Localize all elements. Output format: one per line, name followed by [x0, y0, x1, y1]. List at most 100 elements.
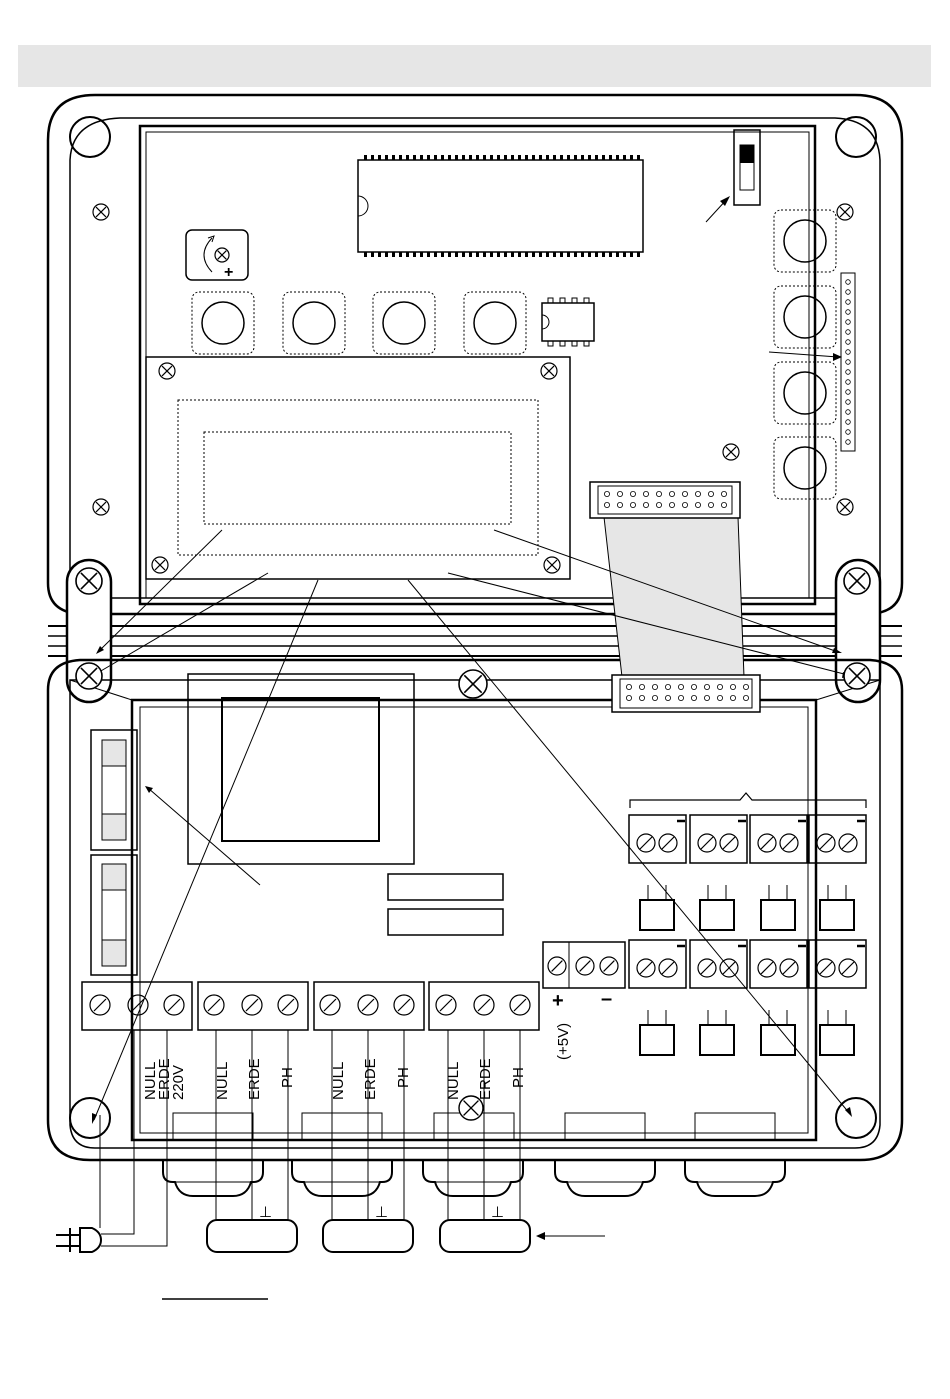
chip-pin — [504, 252, 507, 257]
terminal-slot — [478, 999, 490, 1011]
chip-pin — [434, 252, 437, 257]
io-screw-slot — [842, 962, 854, 974]
terminal-slot — [552, 961, 563, 972]
terminal-slot — [282, 999, 294, 1011]
io-screw-slot — [640, 962, 652, 974]
chip-pin — [483, 155, 486, 160]
label-mains-220v: 220V — [170, 1065, 187, 1100]
pump-connector-1 — [207, 1220, 297, 1252]
pump-connector-3 — [440, 1220, 530, 1252]
io-screw-slot — [723, 837, 735, 849]
hinge-rails — [48, 626, 902, 656]
chip-pin — [623, 252, 626, 257]
cable-gland — [685, 1160, 785, 1196]
label-minus: – — [601, 988, 612, 1010]
chip-pin — [441, 155, 444, 160]
chip-pin — [574, 155, 577, 160]
idc-connector-base — [612, 675, 760, 712]
chip-pin — [413, 252, 416, 257]
chip-pin — [595, 252, 598, 257]
chip-pin — [588, 252, 591, 257]
cable-gland — [292, 1160, 392, 1196]
header-pin — [846, 300, 851, 305]
io-screw-slot — [761, 962, 773, 974]
chip-pin — [427, 155, 430, 160]
terminal-slot — [362, 999, 374, 1011]
chip-pin — [518, 252, 521, 257]
header-pin — [846, 440, 851, 445]
chip-pin — [623, 155, 626, 160]
chip-pin — [497, 155, 500, 160]
chip-pin — [476, 252, 479, 257]
cable-gland — [163, 1160, 263, 1196]
header-pin — [846, 320, 851, 325]
header-pin — [846, 380, 851, 385]
label-pump3-erde: ERDE — [477, 1058, 494, 1100]
component-a — [388, 874, 503, 900]
chip-pin — [609, 155, 612, 160]
chip-pin — [406, 155, 409, 160]
chip-pin — [378, 252, 381, 257]
chip-pin — [371, 252, 374, 257]
lid-corner-hole-tr — [836, 117, 876, 157]
cable-glands — [163, 1113, 785, 1196]
terminal-block-pump-1 — [198, 982, 308, 1030]
push-button-cap — [293, 302, 335, 344]
chip-pin — [399, 252, 402, 257]
label-pump2-null: NULL — [330, 1062, 347, 1100]
header-pin — [846, 360, 851, 365]
chip-pin — [413, 155, 416, 160]
relay-body — [761, 1025, 795, 1055]
chip-notch — [358, 196, 368, 216]
ground-symbol-2: ⊥ — [375, 1204, 388, 1221]
component-b — [388, 909, 503, 935]
chip-pin — [616, 155, 619, 160]
label-pump1-null: NULL — [214, 1062, 231, 1100]
label-pump3-null: NULL — [445, 1062, 462, 1100]
io-screw-slot — [820, 837, 832, 849]
relay-body — [700, 1025, 734, 1055]
chip-pin — [553, 252, 556, 257]
label-pump1-erde: ERDE — [246, 1058, 263, 1100]
gland-slot — [565, 1113, 645, 1140]
lid-buttons-row — [192, 292, 526, 354]
io-screw-slot — [701, 837, 713, 849]
mains-plug-icon — [56, 1228, 101, 1252]
io-screw-slot — [783, 962, 795, 974]
transformer — [188, 674, 414, 864]
chip-pin — [637, 252, 640, 257]
relay-body — [761, 900, 795, 930]
dip-switch — [734, 130, 760, 205]
terminal-slot — [324, 999, 336, 1011]
chip-pin — [448, 252, 451, 257]
chip-pin — [602, 252, 605, 257]
chip-pin — [420, 155, 423, 160]
chip-pin — [630, 155, 633, 160]
chip-pin — [518, 155, 521, 160]
chip-pin — [546, 252, 549, 257]
header-pin — [846, 280, 851, 285]
chip-pin — [581, 155, 584, 160]
header-pin — [846, 410, 851, 415]
chip-pin — [420, 252, 423, 257]
chip-pin — [637, 155, 640, 160]
header-pin — [846, 400, 851, 405]
chip-pin — [560, 155, 563, 160]
label-pump3-ph: PH — [510, 1067, 527, 1088]
terminal-block-pump-2 — [314, 982, 424, 1030]
terminal-slot — [246, 999, 258, 1011]
relay-body — [700, 900, 734, 930]
relay-body — [820, 900, 854, 930]
base-corner-hole-bl — [70, 1098, 110, 1138]
relay-body — [640, 900, 674, 930]
io-screw-slot — [820, 962, 832, 974]
microcontroller-chip — [358, 160, 643, 252]
chip-pin — [609, 252, 612, 257]
chip-pin — [462, 252, 465, 257]
small-ic — [542, 303, 594, 341]
chip-pin — [441, 252, 444, 257]
io-group-bracket — [630, 793, 866, 808]
push-button-cap — [474, 302, 516, 344]
gland-slot — [302, 1113, 382, 1140]
chip-pin — [385, 155, 388, 160]
